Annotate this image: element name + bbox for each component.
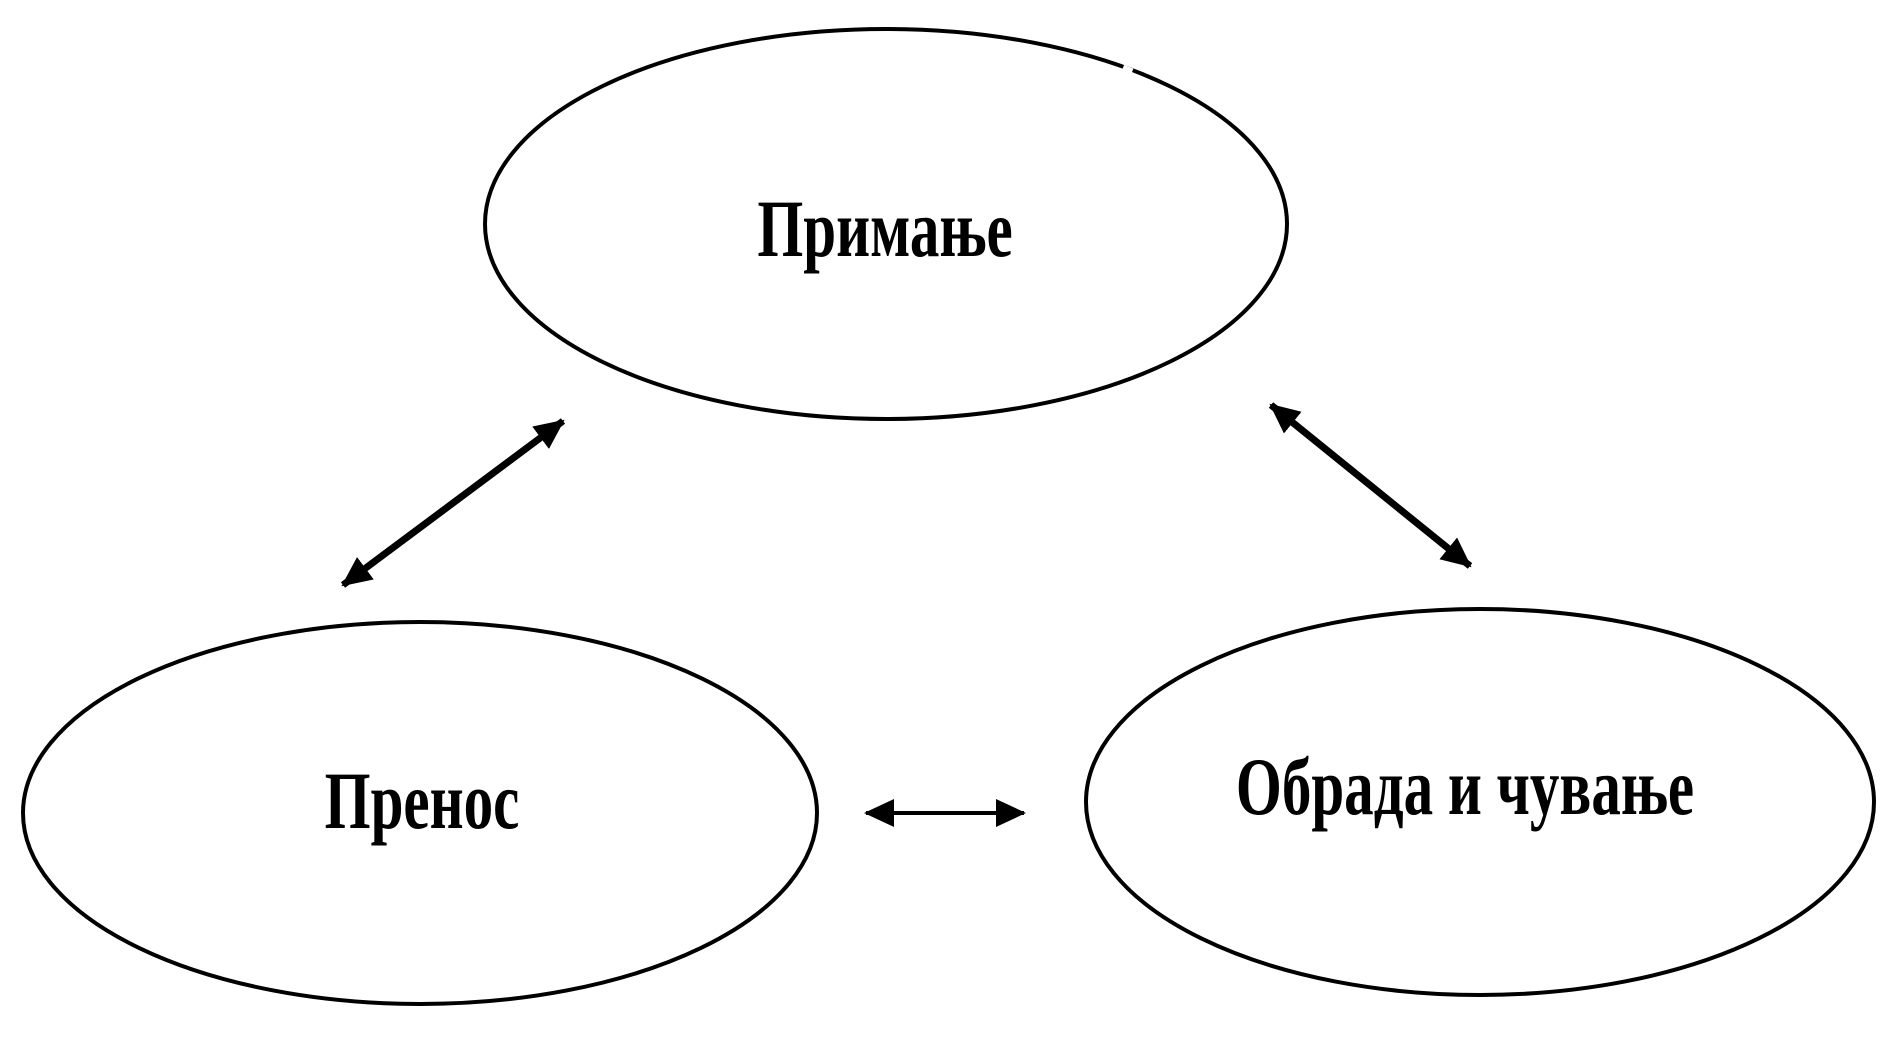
double-arrow-top-to-bottom-left	[340, 418, 566, 588]
node-bottom-right-ellipse	[1084, 607, 1876, 997]
node-label-primanje: Примање	[757, 183, 1013, 274]
ellipse-stroke-gap-artifact	[1116, 64, 1134, 88]
node-label-prenos: Пренос	[324, 755, 520, 846]
node-label-obrada-i-cuvanje: Обрада и чување	[1235, 741, 1695, 832]
node-bottom-left-ellipse	[21, 620, 819, 1006]
double-arrow-top-to-bottom-right	[1268, 402, 1473, 569]
node-top-ellipse	[483, 27, 1289, 421]
